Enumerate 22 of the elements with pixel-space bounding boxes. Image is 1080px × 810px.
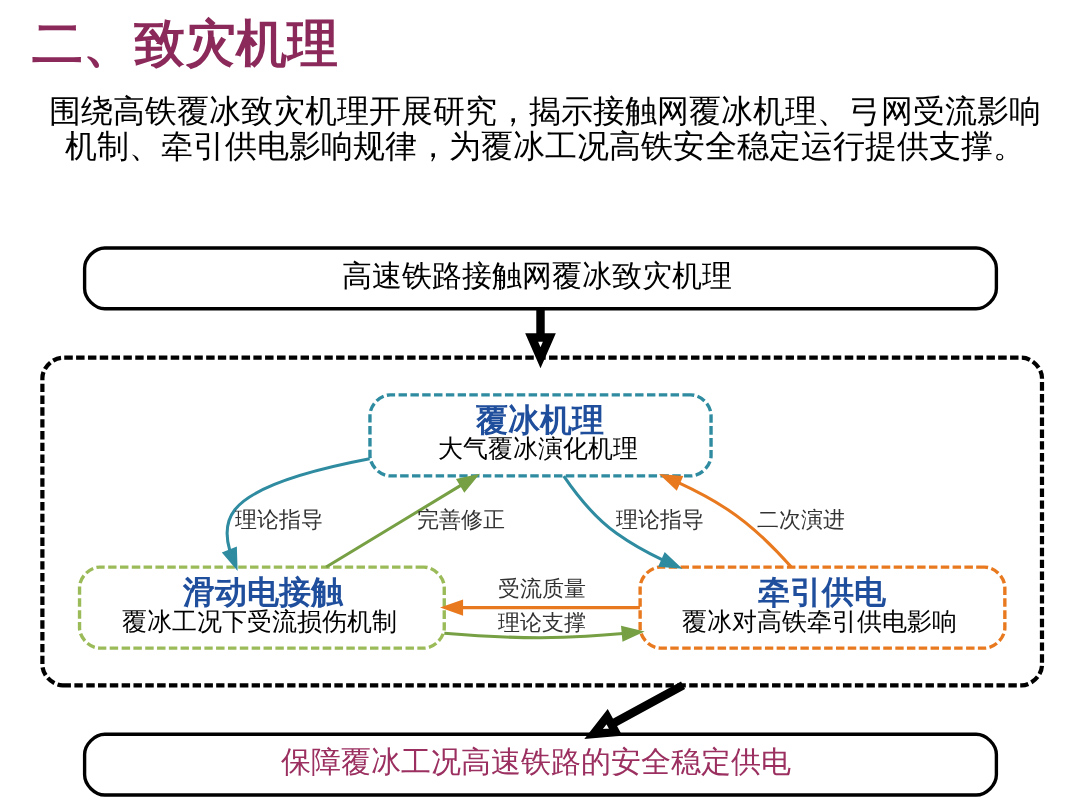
arrow	[524, 308, 556, 369]
arrow	[562, 475, 682, 569]
arrow	[221, 457, 370, 571]
node-box: 牵引供电 覆冰对高铁牵引供电影响	[637, 565, 1007, 650]
arrow	[658, 474, 792, 568]
node-box: 保障覆冰工况高速铁路的安全稳定供电	[82, 732, 998, 797]
arrow	[439, 599, 640, 616]
node-box: 覆冰机理 大气覆冰演化机理	[367, 393, 713, 478]
arrow	[324, 473, 480, 569]
arrow	[443, 625, 645, 642]
edge-label: 理论指导	[615, 507, 704, 533]
cluster	[39, 355, 1044, 688]
edge-label: 二次演进	[756, 507, 845, 533]
edge-label: 理论指导	[234, 507, 323, 533]
edge-label: 理论支撑	[497, 610, 586, 636]
arrow	[583, 681, 685, 740]
node-box: 高速铁路接触网覆冰致灾机理	[82, 246, 998, 311]
label: 围绕高铁覆冰致灾机理开展研究，揭示接触网覆冰机理、弓网受流影响机制、牵引供电影响规律，为覆冰工况高铁安全稳定运行提供支撑。	[48, 91, 1041, 166]
diagram-title: 二、致灾机理	[31, 13, 338, 73]
node-box: 滑动电接触 覆冰工况下受流损伤机制	[77, 565, 446, 650]
edge-label: 受流质量	[497, 576, 586, 602]
edge-label: 完善修正	[416, 507, 505, 533]
